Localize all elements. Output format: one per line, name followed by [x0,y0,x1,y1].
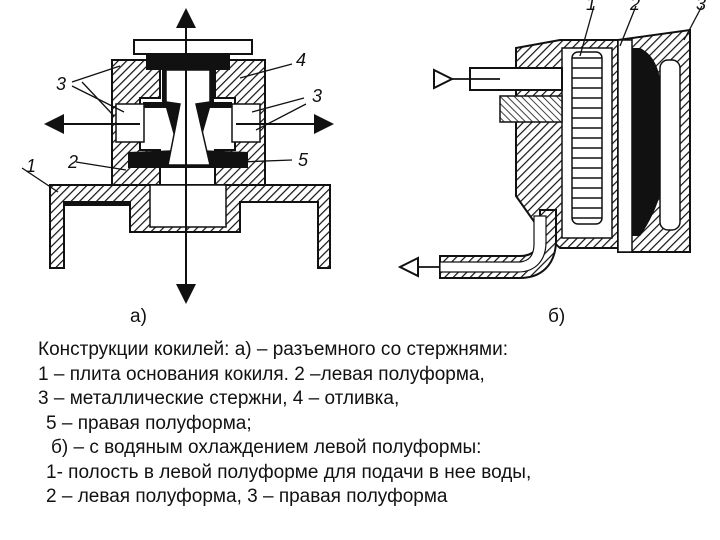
callout-a-1: 1 [26,156,36,176]
callout-a-5: 5 [298,150,309,170]
callout-a-2: 2 [67,152,78,172]
callout-a-3-right: 3 [312,86,322,106]
caption-line-1: Конструкции кокилей: а) – разъемного со … [38,339,509,360]
drawing-a: 3 4 3 5 2 1 а) [21,8,334,327]
cooling-fins [571,51,603,225]
caption-line-6: 1- полость в левой полуформе для подачи … [46,461,532,483]
water-cavity [561,47,613,239]
callout-a-3-left: 3 [56,74,66,94]
callout-b-1: 1 [586,0,596,14]
caption-line-3: 3 – металлические стержни, 4 – отливка, [38,388,400,409]
casting-mold-diagram: 3 4 3 5 2 1 а) [21,0,706,327]
central-core [165,69,211,166]
label-b: б) [548,306,565,327]
figure-caption: Конструкции кокилей: а) – разъемного со … [38,338,708,510]
sprue-top [133,39,253,55]
caption-line-5: б) – с водяным охлаждением левой полуфор… [51,437,482,458]
caption-line-7: 2 – левая полуформа, 3 – правая полуформ… [46,486,448,507]
caption-line-2: 1 – плита основания кокиля. 2 –левая пол… [38,363,485,385]
callout-b-2: 2 [629,0,640,14]
callout-b-3: 3 [696,0,706,14]
caption-line-4: 5 – правая полуформа; [46,412,252,434]
drawing-b: 1 2 3 б) [397,0,706,327]
callout-a-4: 4 [296,50,306,70]
label-a: а) [130,306,147,327]
